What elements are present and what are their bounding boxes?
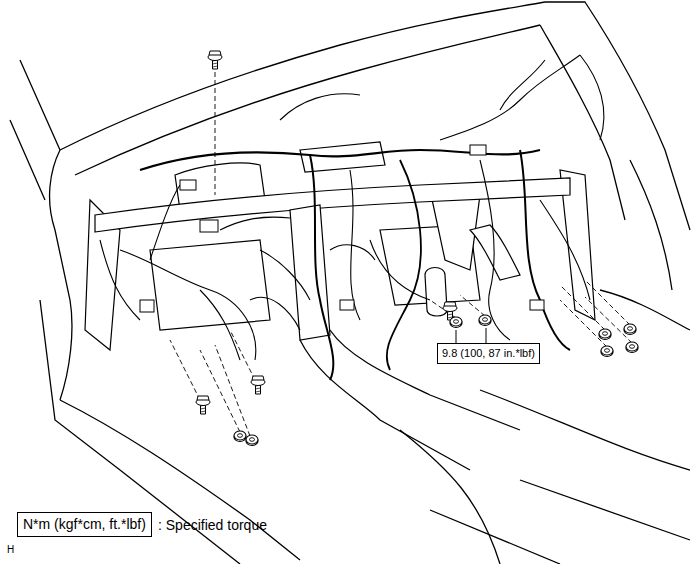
fastener — [624, 324, 636, 335]
fastener — [196, 396, 210, 414]
body-outline — [400, 430, 500, 564]
wire-harness — [100, 55, 604, 380]
harness-connector — [470, 145, 486, 155]
torque-text: 9.8 (100, 87 in.*lbf) — [442, 347, 535, 360]
reinforcement-frame — [150, 240, 270, 330]
body-outline — [480, 390, 690, 470]
install-direction-line — [585, 280, 630, 325]
body-outline — [60, 2, 545, 150]
wire-harness — [200, 290, 240, 360]
reinforcement-frame — [95, 178, 570, 232]
wire-harness — [520, 150, 570, 350]
body-outline — [50, 150, 72, 400]
install-direction-line — [170, 72, 632, 436]
reinforcement-frame — [85, 142, 595, 350]
torque-box: 9.8 (100, 87 in.*lbf) — [437, 343, 540, 364]
leader-line — [456, 328, 486, 343]
fastener — [450, 317, 462, 328]
leader-line — [486, 328, 487, 343]
wire-harness — [310, 155, 333, 380]
body-outline — [520, 480, 690, 540]
wire-harness — [330, 245, 375, 260]
fastener — [479, 315, 491, 326]
fastener — [208, 51, 222, 69]
wire-harness — [150, 185, 180, 260]
wire-harness — [580, 55, 604, 140]
fastener — [251, 376, 265, 394]
body-outline — [10, 2, 690, 564]
install-direction-line — [200, 350, 240, 432]
reinforcement-frame — [470, 225, 520, 280]
body-outline — [75, 25, 540, 175]
torque-text: N*m (kgf*cm, ft.*lbf) — [23, 516, 146, 532]
wire-harness — [260, 250, 310, 300]
wire-harness — [440, 55, 580, 140]
legend-text: : Specified torque — [158, 517, 267, 533]
fastener — [626, 342, 638, 353]
install-direction-line — [585, 297, 632, 343]
wire-harness — [120, 250, 256, 360]
fastener — [601, 346, 613, 357]
body-outline — [630, 160, 672, 290]
fastener — [196, 51, 638, 446]
fastener — [246, 435, 258, 446]
body-outline — [10, 60, 60, 200]
install-direction-line — [560, 300, 607, 347]
harness-connector — [530, 300, 544, 310]
wire-harness — [250, 297, 300, 330]
install-direction-line — [215, 345, 250, 436]
fastener — [599, 329, 611, 340]
figure-code: H — [7, 544, 14, 555]
harness-connector — [200, 220, 218, 232]
install-direction-line — [230, 330, 255, 380]
body-outline — [430, 510, 560, 564]
harness-connector — [140, 145, 544, 312]
install-direction-line — [170, 340, 200, 400]
wire-harness — [370, 240, 430, 300]
install-direction-line — [560, 285, 605, 330]
wire-harness — [500, 60, 545, 110]
wire-harness — [100, 240, 140, 320]
wire-harness — [387, 160, 421, 370]
fastener — [234, 431, 246, 442]
install-direction-line — [460, 295, 485, 316]
harness-connector — [340, 300, 354, 310]
wire-harness — [280, 94, 360, 120]
body-outline — [600, 290, 690, 330]
harness-connector — [180, 180, 196, 190]
wire-harness — [540, 200, 590, 300]
leader-line — [456, 330, 457, 343]
torque-legend-box: N*m (kgf*cm, ft.*lbf) — [17, 512, 152, 537]
harness-connector — [140, 300, 154, 312]
install-direction-line — [215, 72, 216, 195]
wire-harness — [480, 160, 510, 340]
wire-harness — [220, 217, 290, 230]
